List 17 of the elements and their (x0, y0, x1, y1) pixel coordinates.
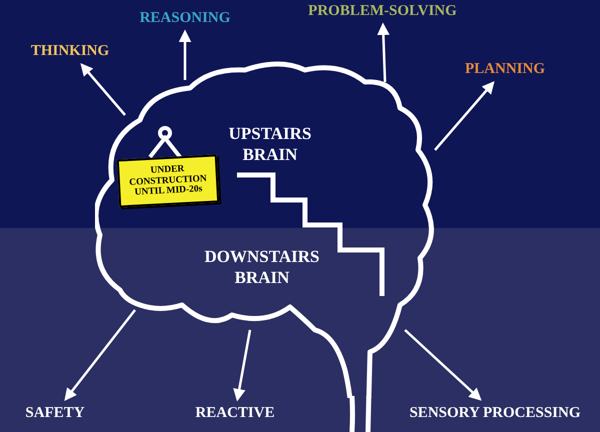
function-label: PROBLEM-SOLVING (290, 0, 475, 22)
function-label: THINKING (20, 40, 120, 62)
arrow (64, 309, 136, 401)
function-label: SAFETY (15, 402, 95, 424)
arrow (233, 330, 252, 402)
region-label: UPSTAIRS BRAIN (228, 123, 312, 166)
arrow (404, 329, 482, 401)
warning-sign: UNDER CONSTRUCTION UNTIL MID-20s (116, 154, 220, 208)
arrow (178, 30, 192, 80)
arrow (80, 63, 126, 116)
arrow (434, 81, 495, 151)
function-label: SENSORY PROCESSING (395, 402, 595, 424)
region-label: DOWNSTAIRS BRAIN (204, 246, 320, 288)
function-label: REASONING (125, 7, 245, 29)
function-label: REACTIVE (180, 402, 290, 424)
function-label: PLANNING (450, 58, 560, 80)
arrow (377, 22, 390, 82)
